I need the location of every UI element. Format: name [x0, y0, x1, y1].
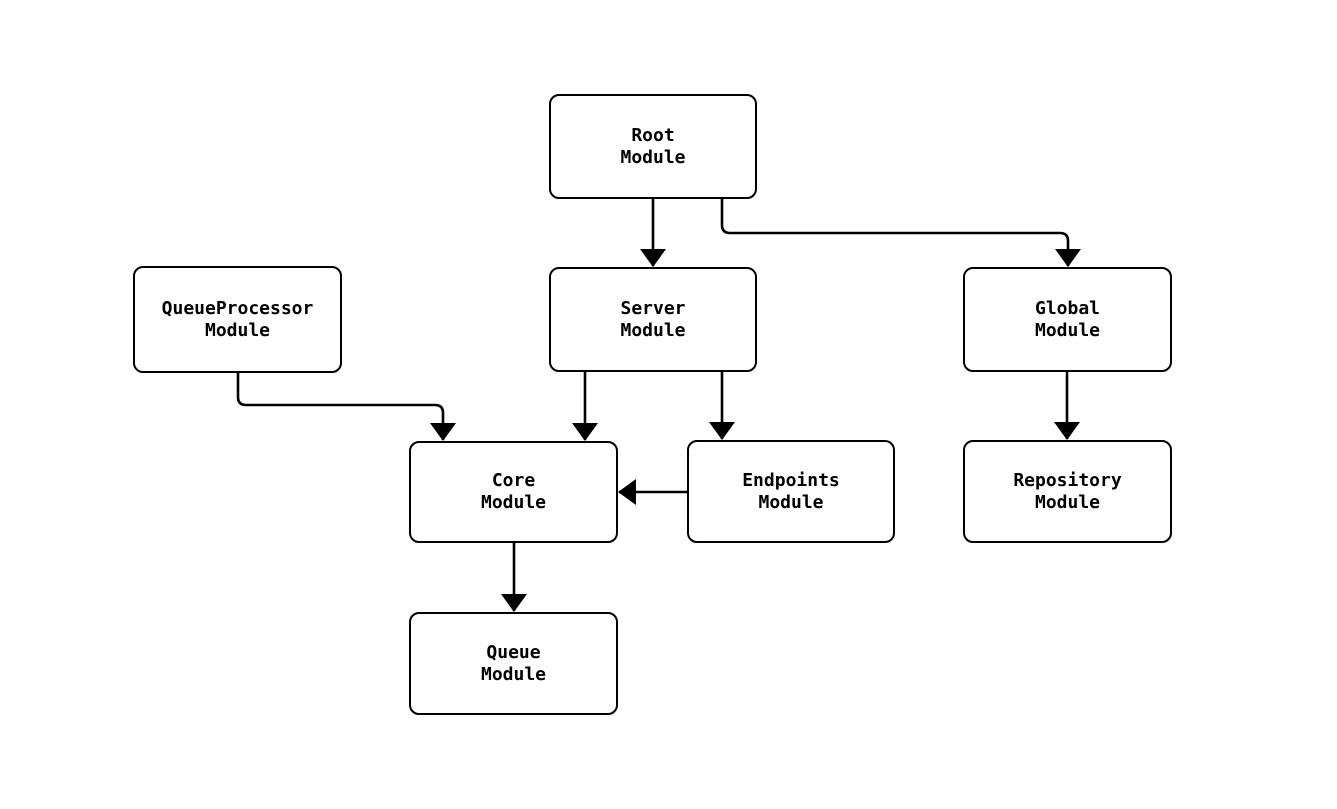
node-label: Endpoints [742, 469, 840, 491]
node-label: Module [480, 663, 547, 685]
node-queue-module: Queue Module [409, 612, 618, 715]
node-label: Module [204, 319, 271, 341]
node-server-module: Server Module [549, 267, 757, 372]
node-label: Core [491, 470, 536, 491]
node-label: Server [620, 297, 686, 319]
node-label: QueueProcessor [161, 297, 314, 319]
edge-queueprocessor-to-core [236, 373, 456, 441]
node-label: Module [620, 146, 686, 168]
node-label: Repository [1013, 469, 1122, 491]
node-queueprocessor-module: QueueProcessor Module [133, 266, 342, 373]
edge-root-to-global [720, 199, 1081, 267]
node-label: Global [1034, 297, 1101, 319]
node-label: Module [758, 491, 824, 513]
node-label: Module [1034, 491, 1101, 513]
node-global-module: Global Module [963, 267, 1172, 372]
node-endpoints-module: Endpoints Module [687, 440, 895, 543]
node-label: Module [1034, 319, 1101, 341]
node-label: Queue [486, 641, 541, 663]
node-repository-module: Repository Module [963, 440, 1172, 543]
node-root-module: Root Module [549, 94, 757, 199]
node-core-module: Core Module [409, 441, 618, 543]
node-label: Module [480, 492, 547, 513]
node-label: Root [631, 124, 675, 146]
node-label: Module [620, 319, 686, 341]
